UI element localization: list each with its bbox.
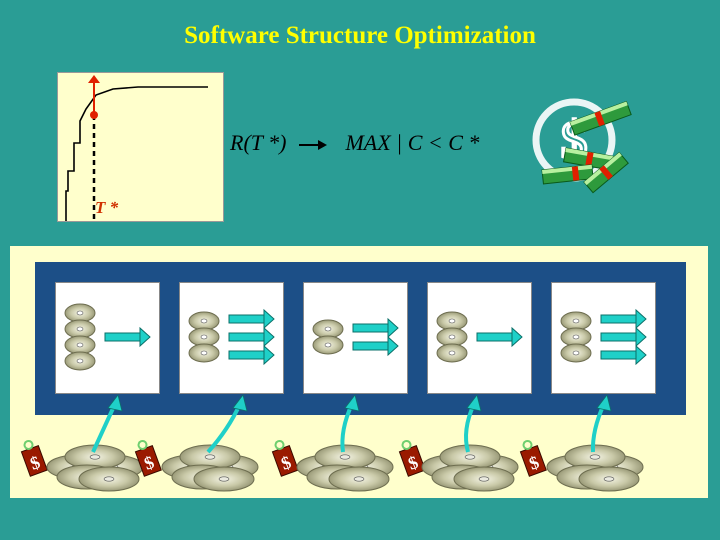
- cd-disc-icon: [561, 312, 591, 330]
- cd-disc-icon: [189, 344, 219, 362]
- arrow-right-icon: [601, 346, 646, 364]
- cd-disc-icon: [454, 467, 514, 491]
- cd-disc-icon: [437, 312, 467, 330]
- cd-disc-icon: [579, 467, 639, 491]
- arrow-up-icon: [593, 395, 611, 452]
- cd-disc-icon: [194, 467, 254, 491]
- cd-disc-icon: [65, 336, 95, 354]
- cd-disc-icon: [437, 328, 467, 346]
- cd-disc-icon: [313, 320, 343, 338]
- cd-disc-icon: [561, 344, 591, 362]
- arrow-up-icon: [93, 395, 122, 452]
- arrow-right-icon: [229, 310, 274, 328]
- arrow-right-icon: [353, 337, 398, 355]
- arrow-right-icon: [353, 319, 398, 337]
- cd-disc-icon: [65, 352, 95, 370]
- arrow-right-icon: [105, 328, 150, 346]
- cd-disc-icon: [65, 320, 95, 338]
- price-tag-icon: $: [518, 438, 547, 476]
- arrow-right-icon: [477, 328, 522, 346]
- cd-disc-icon: [561, 328, 591, 346]
- cd-disc-icon: [329, 467, 389, 491]
- cd-disc-icon: [437, 344, 467, 362]
- price-tag-icon: $: [270, 438, 299, 476]
- cd-disc-icon: [79, 467, 139, 491]
- arrow-right-icon: [229, 346, 274, 364]
- arrow-right-icon: [229, 328, 274, 346]
- cd-disc-icon: [313, 336, 343, 354]
- price-tag-icon: $: [19, 438, 48, 476]
- cd-disc-icon: [65, 304, 95, 322]
- arrow-right-icon: [601, 328, 646, 346]
- arrow-up-icon: [208, 395, 247, 452]
- arrow-right-icon: [601, 310, 646, 328]
- arrow-up-icon: [342, 395, 359, 452]
- cd-disc-icon: [189, 312, 219, 330]
- cd-disc-icon: [189, 328, 219, 346]
- arrow-up-icon: [466, 395, 481, 452]
- price-tag-icon: $: [397, 438, 426, 476]
